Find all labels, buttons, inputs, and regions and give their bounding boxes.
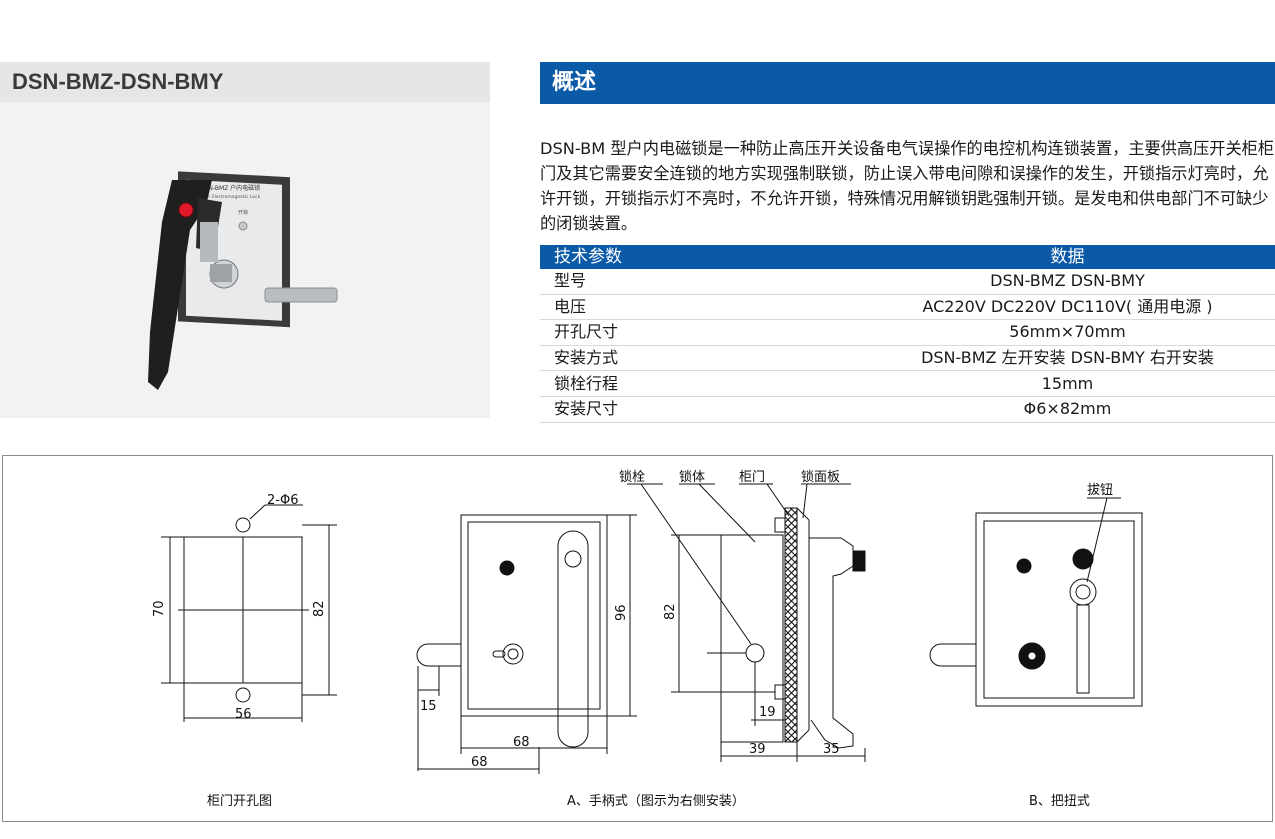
handle-height-dim: 96 [614,604,629,621]
spec-param: 电压 [540,294,860,321]
overview-text: DSN-BM 型户内电磁锁是一种防止高压开关设备电气误操作的电控机构连锁装置，主… [540,139,1275,233]
indicator-red-button [178,202,194,218]
cutout-diagram: 2-Φ6 70 82 56 [152,493,337,722]
product-photo: DSN-BMZ 户内电磁锁 Indoor Electromagnetic Loc… [0,102,490,418]
side-depth-a-dim: 19 [759,705,776,720]
handle-inner-width-dim: 68 [513,735,530,750]
handle-offset-dim: 15 [420,699,437,714]
cutout-total-height-dim: 82 [312,600,327,617]
spec-value: DSN-BMZ 左开安装 DSN-BMY 右开安装 [860,345,1275,372]
product-title: DSN-BMZ-DSN-BMY [0,62,490,102]
table-row: 开孔尺寸 56mm×70mm [540,319,1275,346]
cutout-width-dim: 56 [235,707,252,722]
spec-value: 15mm [860,370,1275,397]
spec-param: 安装方式 [540,345,860,372]
table-row: 型号 DSN-BMZ DSN-BMY [540,269,1275,295]
spec-value: DSN-BMZ DSN-BMY [860,269,1275,295]
table-row: 电压 AC220V DC220V DC110V( 通用电源 ) [540,294,1275,321]
specs-header-data: 数据 [860,245,1275,269]
spec-value: AC220V DC220V DC110V( 通用电源 ) [860,294,1275,321]
specs-header-param: 技术参数 [540,245,860,269]
cutout-hole-label: 2-Φ6 [267,493,298,508]
specs-header-row: 技术参数 数据 [540,245,1275,269]
table-row: 安装方式 DSN-BMZ 左开安装 DSN-BMY 右开安装 [540,345,1275,372]
table-row: 安装尺寸 Φ6×82mm [540,396,1275,423]
technical-drawing: 2-Φ6 70 82 56 [2,455,1273,822]
caption-handle: A、手柄式（图示为右侧安装） [567,794,745,809]
side-height-dim: 82 [663,603,678,620]
handle-front-view: 96 15 68 68 [416,514,637,774]
spec-param: 型号 [540,269,860,295]
knob-front-view: 拔钮 [929,483,1143,707]
spec-param: 开孔尺寸 [540,319,860,346]
spec-value: 56mm×70mm [860,319,1275,346]
label-knob: 拔钮 [1087,483,1113,498]
table-row: 锁栓行程 15mm [540,370,1275,397]
label-panel: 锁面板 [801,469,840,485]
caption-cutout: 柜门开孔图 [207,794,272,809]
handle-outer-width-dim: 68 [471,755,488,770]
label-body: 锁体 [679,469,705,485]
cutout-height-dim: 70 [152,600,167,617]
specs-table: 技术参数 数据 型号 DSN-BMZ DSN-BMY 电压 AC220V DC2… [540,245,1275,423]
label-bolt: 锁栓 [619,469,645,485]
caption-knob: B、把扭式 [1029,794,1090,809]
section-title: 概述 [540,62,1275,104]
bolt-rod [264,287,338,303]
label-door: 柜门 [739,470,765,485]
indicator-label: 开锁 [238,209,248,216]
side-depth-c-dim: 35 [823,742,840,757]
spec-param: 安装尺寸 [540,396,860,423]
indicator-lamp [238,221,248,231]
spec-param: 锁栓行程 [540,370,860,397]
handle [148,180,212,390]
faceplate-sub-text: Indoor Electromagnetic Lock [196,194,261,200]
faceplate-model-text: DSN-BMZ 户内电磁锁 [200,184,260,192]
side-section-view: 锁栓 锁体 柜门 锁面板 82 19 39 [619,469,866,762]
spec-value: Φ6×82mm [860,396,1275,423]
side-depth-b-dim: 39 [749,742,766,757]
